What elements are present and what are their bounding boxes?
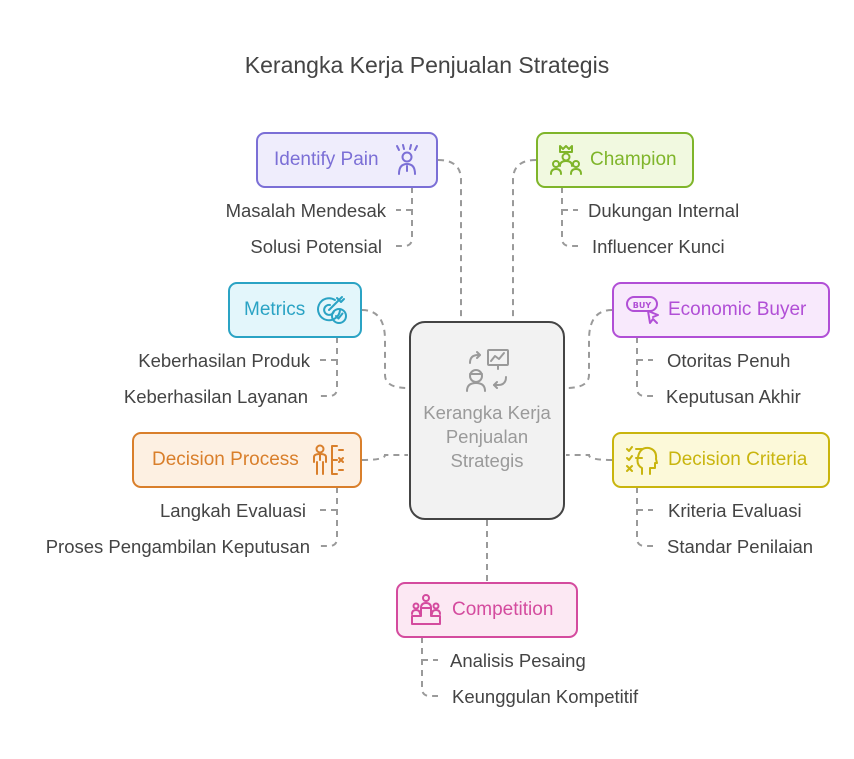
- decision-criteria-label: Decision Criteria: [668, 449, 808, 470]
- sales-strategy-icon: [466, 349, 509, 392]
- svg-text:BUY: BUY: [633, 301, 652, 310]
- checklist-head-icon: [626, 446, 658, 475]
- economic-buyer-node: BUY Economic Buyer: [612, 282, 830, 338]
- leaf-keputusan-akhir: Keputusan Akhir: [666, 386, 801, 407]
- crowned-leader-icon: [550, 145, 582, 175]
- champion-label: Champion: [590, 149, 677, 170]
- leaf-proses-pengambilan-keputusan: Proses Pengambilan Keputusan: [45, 536, 310, 557]
- identify-pain-label: Identify Pain: [274, 149, 379, 170]
- champion-node: Champion: [536, 132, 694, 188]
- leaf-standar-penilaian: Standar Penilaian: [667, 536, 814, 557]
- decision-criteria-node: Decision Criteria: [612, 432, 830, 488]
- decision-process-node: Decision Process: [132, 432, 362, 488]
- metrics-label: Metrics: [244, 299, 306, 320]
- leaf-dukungan-internal: Dukungan Internal: [588, 200, 740, 221]
- leaf-analisis-pesaing: Analisis Pesaing: [450, 650, 586, 671]
- podium-icon: [411, 594, 441, 625]
- leaf-keunggulan-kompetitif: Keunggulan Kompetitif: [452, 686, 639, 707]
- center-label: Kerangka Kerja Penjualan Strategis: [423, 402, 551, 471]
- identify-pain-node: Identify Pain: [256, 132, 438, 188]
- leaf-kriteria-evaluasi: Kriteria Evaluasi: [668, 500, 802, 521]
- competition-node: Competition: [396, 582, 578, 638]
- economic-buyer-label: Economic Buyer: [668, 299, 807, 320]
- leaf-keberhasilan-layanan: Keberhasilan Layanan: [123, 386, 308, 407]
- diagram-title: Kerangka Kerja Penjualan Strategis: [244, 52, 610, 78]
- leaf-masalah-mendesak: Masalah Mendesak: [225, 200, 386, 221]
- decision-process-label: Decision Process: [152, 449, 299, 470]
- stressed-person-icon: [395, 144, 418, 175]
- competition-label: Competition: [452, 599, 554, 620]
- leaf-langkah-evaluasi: Langkah Evaluasi: [159, 500, 306, 521]
- leaf-solusi-potensial: Solusi Potensial: [250, 236, 382, 257]
- person-decision-icon: [312, 444, 344, 475]
- target-check-icon: [317, 296, 348, 324]
- leaf-keberhasilan-produk: Keberhasilan Produk: [138, 350, 310, 371]
- center-node: Kerangka Kerja Penjualan Strategis: [409, 321, 565, 520]
- leaf-otoritas-penuh: Otoritas Penuh: [667, 350, 791, 371]
- metrics-node: Metrics: [228, 282, 362, 338]
- buy-cursor-icon: BUY: [626, 296, 659, 324]
- leaf-influencer-kunci: Influencer Kunci: [592, 236, 725, 257]
